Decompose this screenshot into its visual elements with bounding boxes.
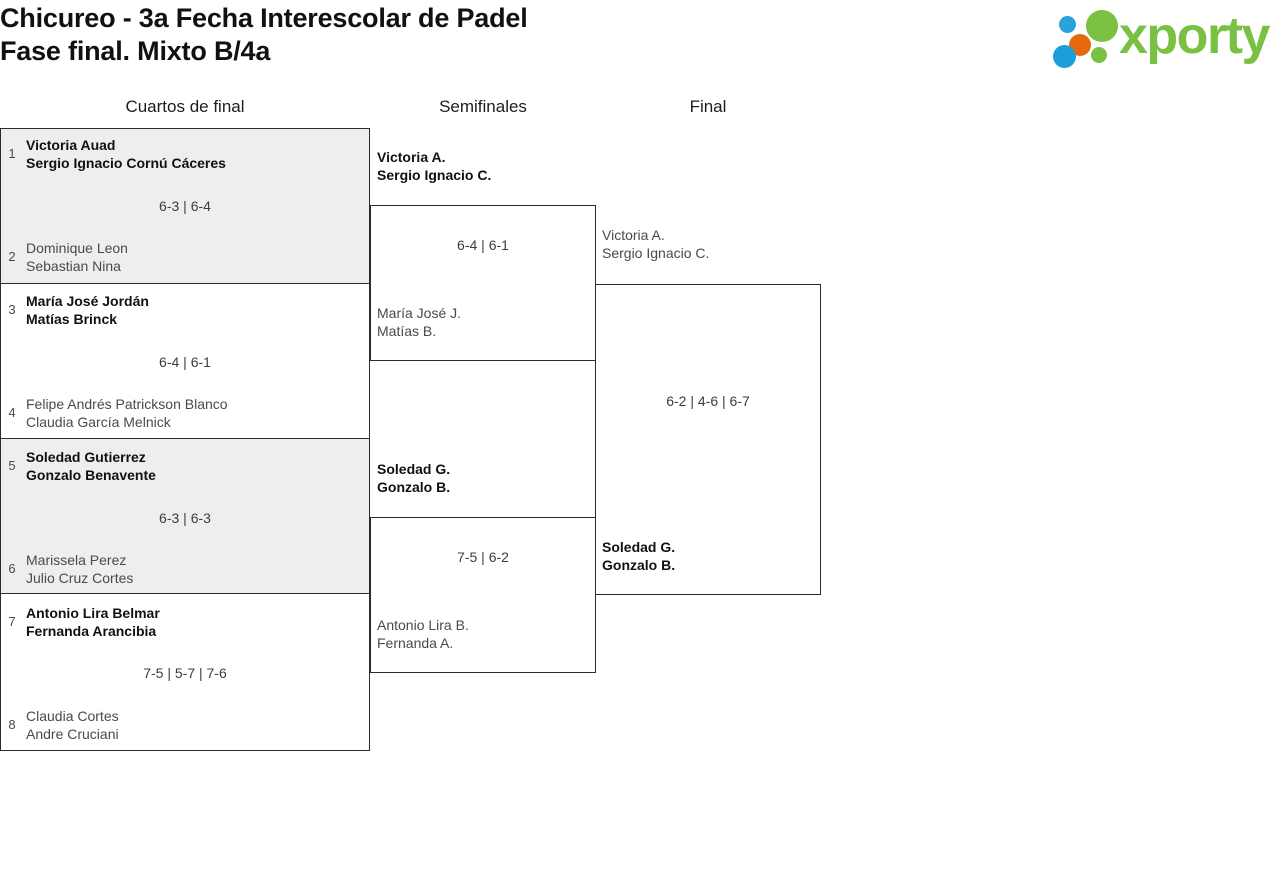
team-names: Claudia Cortes Andre Cruciani [24,707,119,743]
logo-dot-blue-bottom-icon [1053,45,1076,68]
player-name-2: Sergio Ignacio Cornú Cáceres [26,155,226,171]
logo-dots-icon [1051,10,1123,68]
match-score-qf-2: 6-4 | 6-1 [159,354,211,370]
team-names: Antonio Lira Belmar Fernanda Arancibia [24,604,160,640]
seed-number: 5 [8,458,16,473]
round-header-quarterfinals: Cuartos de final [125,97,245,116]
round-header-final: Final [689,97,727,116]
seed-number: 8 [8,717,16,732]
seed-number: 4 [8,405,16,420]
team-names: Soledad G. Gonzalo B. [370,460,450,496]
player-name-2: Gonzalo B. [377,479,451,495]
team-sf-1-bottom[interactable]: María José J. Matías B. [370,304,596,340]
team-sf-2-bottom[interactable]: Antonio Lira B. Fernanda A. [370,616,596,652]
player-name-2: Gonzalo B. [602,557,676,573]
team-names: Victoria A. Sergio Ignacio C. [370,148,491,184]
page-header: Chicureo - 3a Fecha Interescolar de Pade… [0,0,1280,90]
match-score-sf-1: 6-4 | 6-1 [457,237,509,253]
player-name-2: Gonzalo Benavente [26,467,156,483]
team-names: Soledad G. Gonzalo B. [595,538,675,574]
player-name-1: Antonio Lira Belmar [26,605,160,621]
player-name-2: Andre Cruciani [26,726,119,742]
logo-dot-blue-top-icon [1059,16,1076,33]
team-names: Dominique Leon Sebastian Nina [24,239,128,275]
seed-number: 7 [8,614,16,629]
player-name-1: Antonio Lira B. [377,617,469,633]
logo-wordmark: xporty [1119,7,1270,65]
player-name-2: Sebastian Nina [26,258,121,274]
logo-dot-green-large-icon [1086,10,1118,42]
player-name-1: Soledad Gutierrez [26,449,146,465]
logo-dot-green-small-icon [1091,47,1107,63]
match-score-final: 6-2 | 4-6 | 6-7 [666,393,750,409]
match-score-qf-3: 6-3 | 6-3 [159,510,211,526]
match-box-qf-2[interactable] [0,283,370,439]
team-sf-1-top[interactable]: Victoria A. Sergio Ignacio C. [370,148,596,184]
match-box-qf-4[interactable] [0,593,370,751]
team-qf-2-top[interactable]: 3 María José Jordán Matías Brinck [0,292,370,328]
match-box-final[interactable] [595,284,821,595]
player-name-1: María José Jordán [26,293,149,309]
match-box-qf-3[interactable] [0,438,370,594]
seed-number: 6 [8,561,16,576]
seed-number: 1 [8,146,16,161]
player-name-2: Matías B. [377,323,437,339]
team-names: María José Jordán Matías Brinck [24,292,149,328]
player-name-2: Fernanda Arancibia [26,623,157,639]
team-qf-1-top[interactable]: 1 Victoria Auad Sergio Ignacio Cornú Các… [0,136,370,172]
team-qf-2-bottom[interactable]: 4 Felipe Andrés Patrickson Blanco Claudi… [0,395,370,431]
player-name-2: Sergio Ignacio C. [377,167,492,183]
team-names: Victoria A. Sergio Ignacio C. [595,226,709,262]
player-name-1: Soledad G. [602,539,676,555]
team-final-top[interactable]: Victoria A. Sergio Ignacio C. [595,226,821,262]
seed-number: 3 [8,302,16,317]
match-score-sf-2: 7-5 | 6-2 [457,549,509,565]
match-score-qf-1: 6-3 | 6-4 [159,198,211,214]
xporty-logo[interactable]: xporty [1047,7,1273,68]
player-name-1: Soledad G. [377,461,451,477]
team-final-bottom[interactable]: Soledad G. Gonzalo B. [595,538,821,574]
player-name-2: Matías Brinck [26,311,118,327]
player-name-1: Victoria A. [602,227,665,243]
team-qf-4-top[interactable]: 7 Antonio Lira Belmar Fernanda Arancibia [0,604,370,640]
player-name-2: Claudia García Melnick [26,414,171,430]
seed-number: 2 [8,249,16,264]
match-box-sf-2[interactable] [370,517,596,673]
player-name-1: Dominique Leon [26,240,128,256]
player-name-2: Julio Cruz Cortes [26,570,134,586]
player-name-1: Felipe Andrés Patrickson Blanco [26,396,228,412]
team-names: Felipe Andrés Patrickson Blanco Claudia … [24,395,228,431]
player-name-1: María José J. [377,305,462,321]
player-name-1: Victoria Auad [26,137,116,153]
tournament-title-line-1: Chicureo - 3a Fecha Interescolar de Pade… [0,3,528,33]
team-qf-4-bottom[interactable]: 8 Claudia Cortes Andre Cruciani [0,707,370,743]
round-header-semifinals: Semifinales [439,97,527,116]
team-qf-3-bottom[interactable]: 6 Marissela Perez Julio Cruz Cortes [0,551,370,587]
team-sf-2-top[interactable]: Soledad G. Gonzalo B. [370,460,596,496]
player-name-2: Fernanda A. [377,635,454,651]
team-names: Soledad Gutierrez Gonzalo Benavente [24,448,156,484]
team-names: María José J. Matías B. [370,304,461,340]
match-score-qf-4: 7-5 | 5-7 | 7-6 [143,665,227,681]
tournament-title-line-2: Fase final. Mixto B/4a [0,36,271,66]
team-qf-1-bottom[interactable]: 2 Dominique Leon Sebastian Nina [0,239,370,275]
page-title: Chicureo - 3a Fecha Interescolar de Pade… [0,2,820,68]
player-name-1: Victoria A. [377,149,446,165]
team-names: Victoria Auad Sergio Ignacio Cornú Cácer… [24,136,226,172]
team-names: Marissela Perez Julio Cruz Cortes [24,551,133,587]
player-name-2: Sergio Ignacio C. [602,245,710,261]
match-box-sf-1[interactable] [370,205,596,361]
team-qf-3-top[interactable]: 5 Soledad Gutierrez Gonzalo Benavente [0,448,370,484]
player-name-1: Marissela Perez [26,552,127,568]
team-names: Antonio Lira B. Fernanda A. [370,616,469,652]
player-name-1: Claudia Cortes [26,708,119,724]
match-box-qf-1[interactable] [0,128,370,284]
